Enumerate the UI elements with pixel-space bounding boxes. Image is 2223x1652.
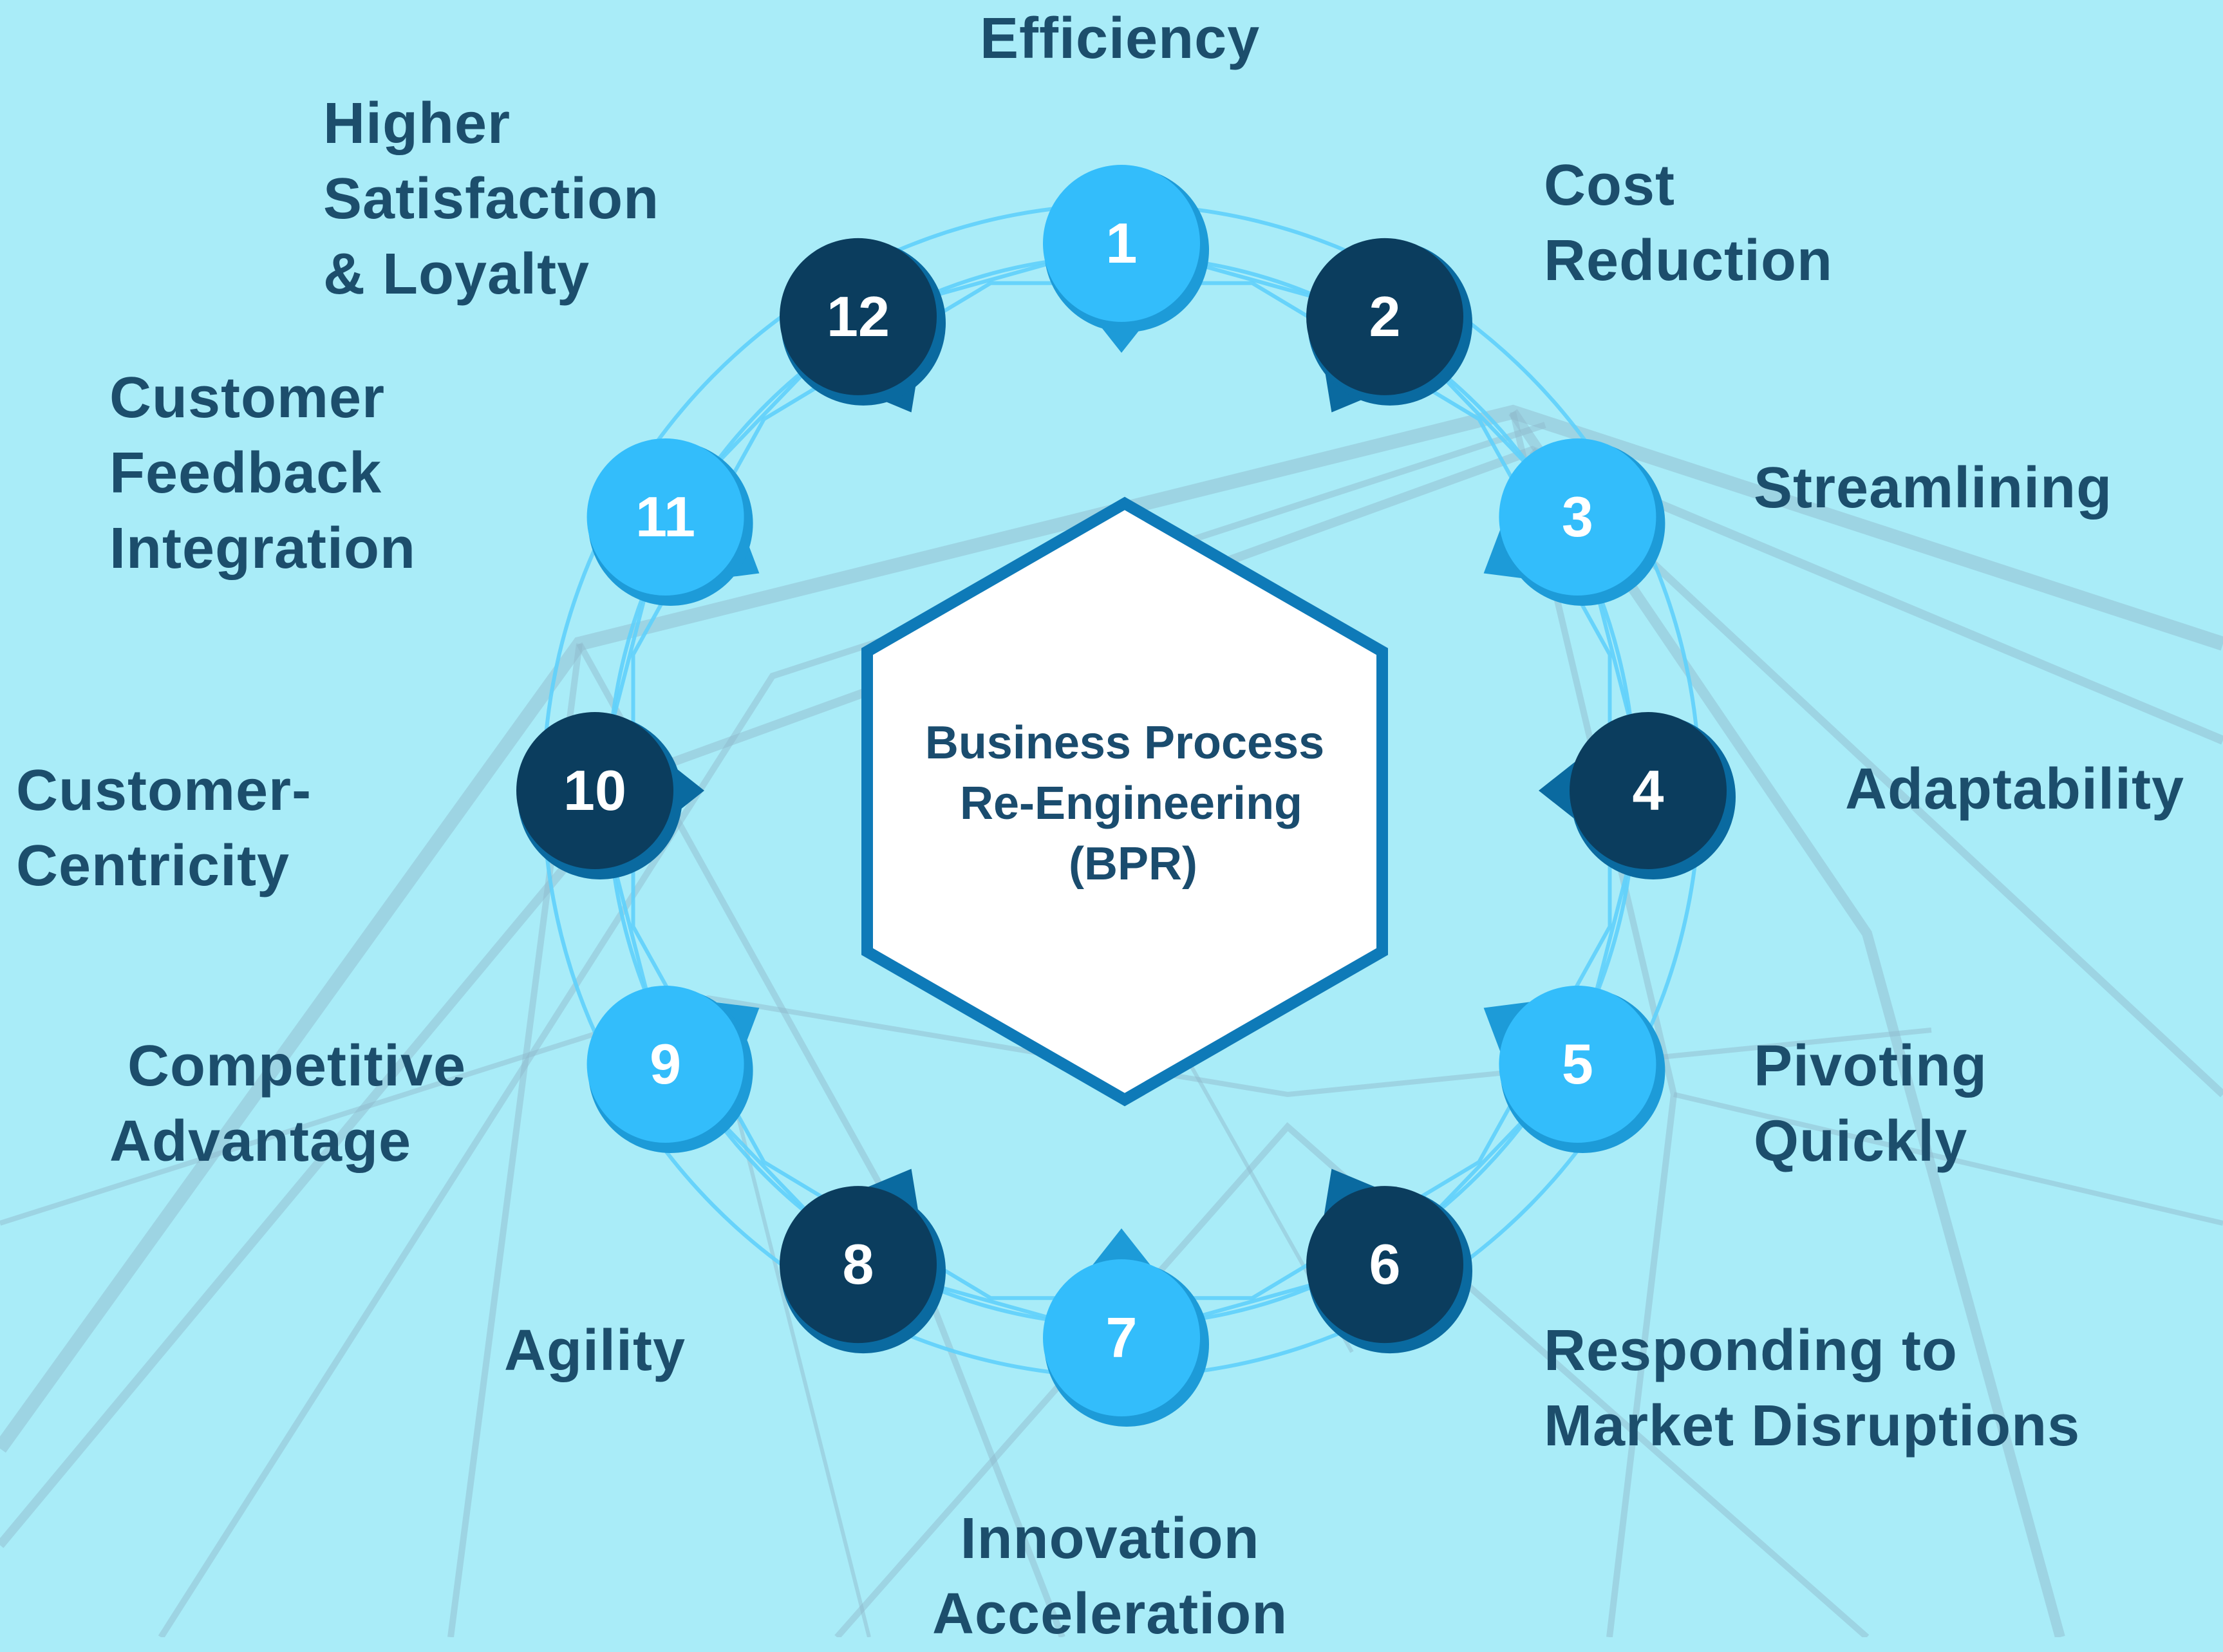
node-12-number: 12 [827, 285, 890, 348]
label-7-line-2: Acceleration [932, 1582, 1288, 1646]
label-4: Adaptability [1845, 752, 2184, 827]
node-7: 7 [1043, 1228, 1209, 1427]
node-11-number: 11 [635, 485, 695, 549]
label-11-line-3: Integration [109, 516, 416, 581]
label-12-line-3: & Loyalty [323, 242, 590, 306]
center-title-line-3: (BPR) [1069, 838, 1197, 890]
label-2-line-1: Cost [1544, 153, 1675, 218]
label-11: Customer Feedback Integration [109, 361, 416, 587]
label-9: Competitive Advantage [109, 1029, 466, 1179]
label-3: Streamlining [1754, 451, 2112, 526]
label-11-line-2: Feedback [109, 441, 382, 505]
label-3-line-1: Streamlining [1754, 456, 2113, 520]
label-8: Agility [504, 1313, 686, 1389]
label-10-line-1: Customer- [16, 758, 312, 823]
label-6-line-1: Responding to [1544, 1319, 1958, 1383]
node-10-circle [516, 712, 673, 869]
label-2: Cost Reduction [1544, 148, 1833, 299]
node-6: 6 [1306, 1169, 1472, 1354]
node-1: 1 [1043, 165, 1209, 353]
node-6-circle [1306, 1186, 1463, 1344]
node-3-number: 3 [1562, 485, 1593, 549]
node-12-circle [780, 238, 937, 395]
center-title-line-1: Business Process [925, 717, 1324, 769]
hexagon-shape [861, 496, 1388, 1107]
node-10-number: 10 [563, 758, 626, 822]
node-7-circle [1043, 1259, 1200, 1416]
label-8-line-1: Agility [504, 1319, 686, 1383]
node-5: 5 [1483, 986, 1665, 1153]
label-1: Efficiency [980, 1, 1260, 77]
node-8-circle [780, 1186, 937, 1344]
node-1-circle [1043, 165, 1200, 322]
node-10: 10 [516, 712, 704, 879]
ring-polygon-2 [631, 281, 1612, 1300]
node-9-number: 9 [650, 1032, 681, 1096]
node-7-number: 7 [1106, 1306, 1138, 1369]
node-4-circle [1570, 712, 1727, 869]
label-12-line-2: Satisfaction [323, 167, 660, 231]
node-2: 2 [1306, 238, 1472, 413]
node-1-number: 1 [1106, 211, 1138, 275]
label-12: Higher Satisfaction & Loyalty [323, 86, 659, 312]
node-3: 3 [1483, 438, 1665, 606]
node-12: 12 [780, 238, 946, 413]
center-hexagon: Business Process Re-Engineering (BPR) [861, 496, 1388, 1107]
label-10: Customer- Centricity [16, 753, 312, 904]
node-9-circle [586, 986, 744, 1143]
label-9-line-2: Advantage [109, 1109, 412, 1174]
node-2-number: 2 [1369, 285, 1401, 348]
label-4-line-1: Adaptability [1845, 757, 2185, 821]
label-5: Pivoting Quickly [1754, 1029, 1987, 1179]
node-4-number: 4 [1633, 758, 1664, 822]
node-4: 4 [1539, 712, 1736, 879]
label-6: Responding to Market Disruptions [1544, 1313, 2080, 1464]
label-11-line-1: Customer [109, 366, 386, 430]
node-11: 11 [586, 438, 760, 606]
label-6-line-2: Market Disruptions [1544, 1394, 2081, 1458]
node-5-circle [1499, 986, 1656, 1143]
node-7-pointer [1092, 1228, 1151, 1266]
label-12-line-1: Higher [323, 91, 511, 156]
label-5-line-2: Quickly [1754, 1109, 1968, 1174]
label-10-line-2: Centricity [16, 834, 290, 898]
label-5-line-1: Pivoting [1754, 1034, 1987, 1098]
node-9: 9 [586, 986, 760, 1153]
node-8: 8 [780, 1169, 946, 1354]
label-9-line-1: Competitive [127, 1034, 467, 1098]
label-7: Innovation Acceleration [932, 1501, 1288, 1652]
node-3-circle [1499, 438, 1656, 596]
node-5-number: 5 [1562, 1032, 1593, 1096]
node-8-number: 8 [843, 1232, 874, 1296]
node-11-circle [586, 438, 744, 596]
center-title-line-2: Re-Engineering [960, 778, 1302, 829]
label-1-line-1: Efficiency [980, 6, 1261, 71]
node-6-number: 6 [1369, 1232, 1401, 1296]
node-4-pointer [1539, 761, 1576, 820]
label-7-line-1: Innovation [960, 1507, 1260, 1571]
node-2-circle [1306, 238, 1463, 395]
label-2-line-2: Reduction [1544, 229, 1833, 293]
